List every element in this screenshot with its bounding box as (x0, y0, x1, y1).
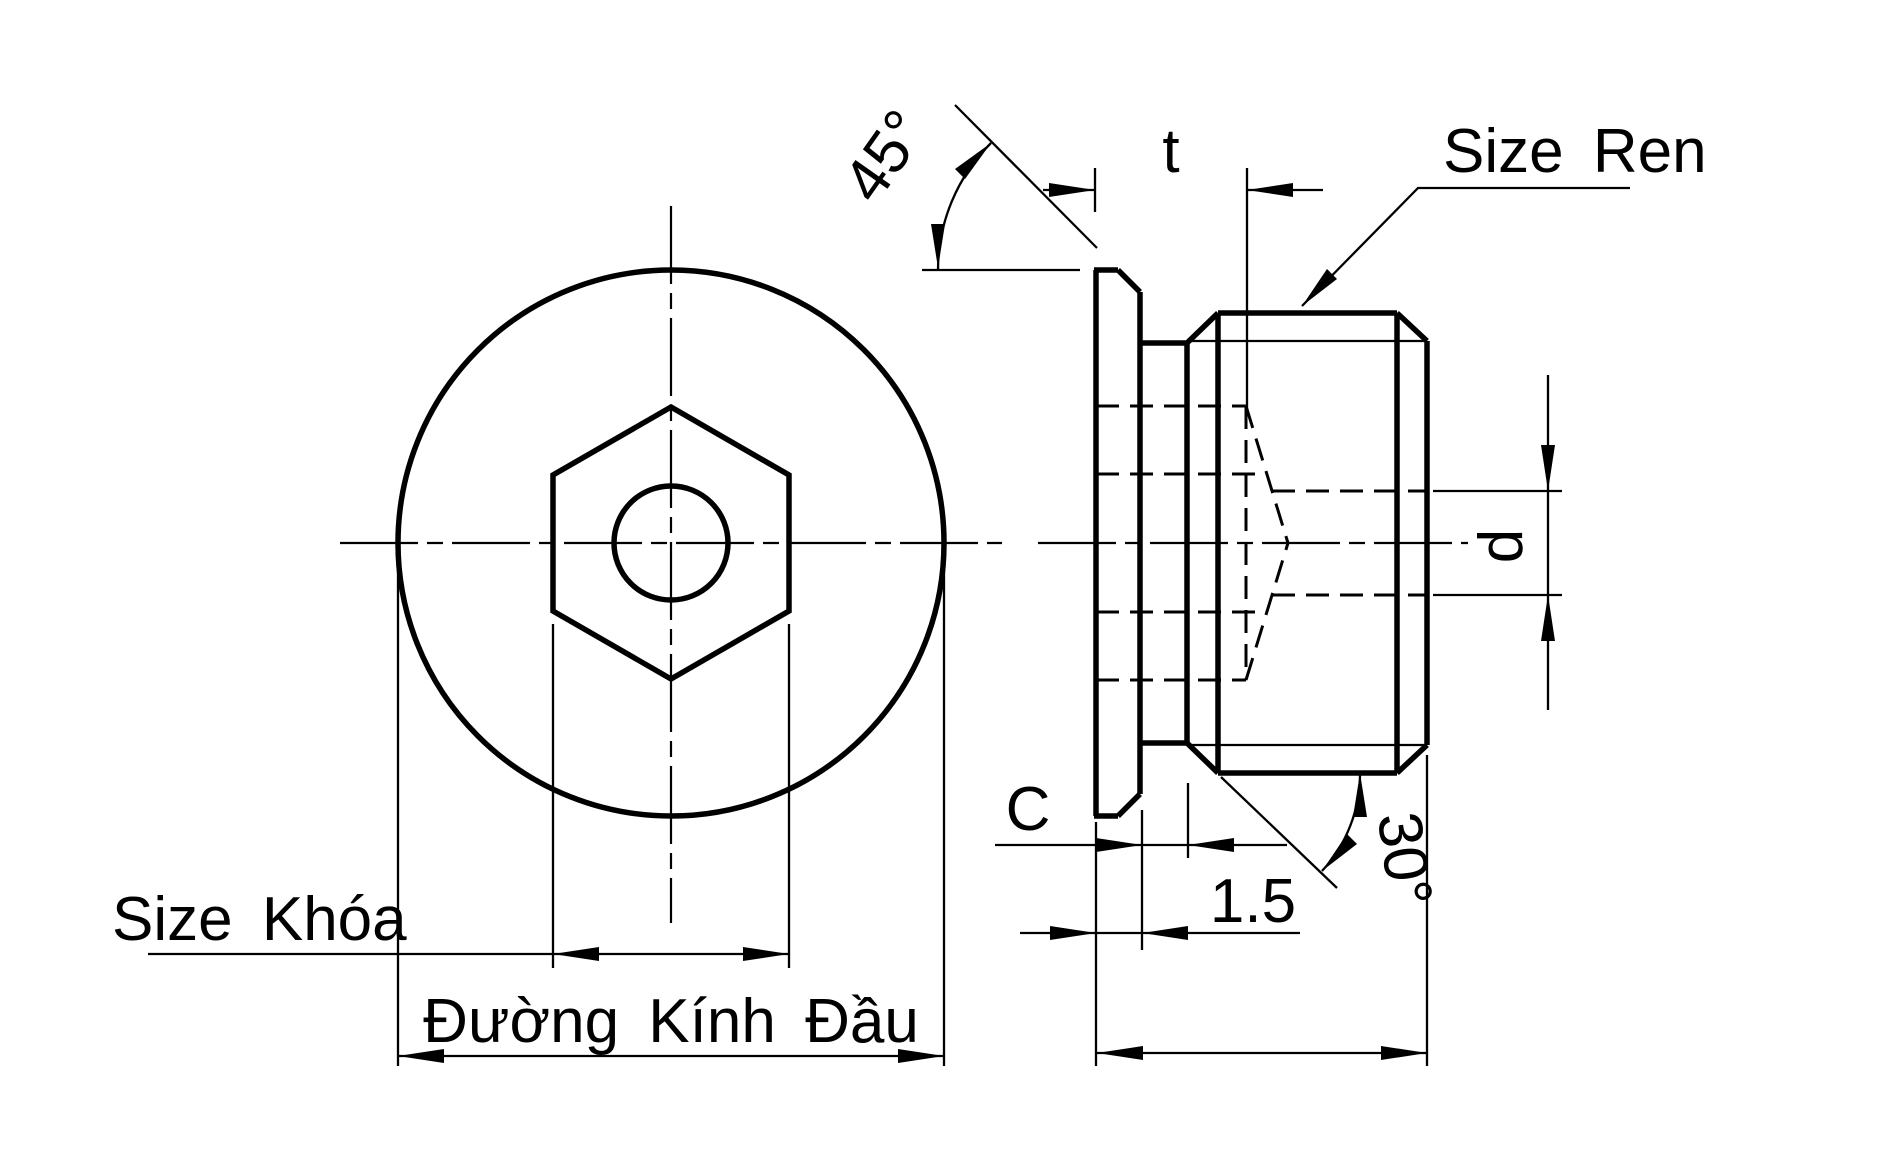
arrow-down-left-icon (1322, 834, 1357, 871)
leader-thread-size: Size Ren (1301, 117, 1707, 307)
dim-socket-depth: t (1043, 117, 1323, 410)
head-top-chamfer (1116, 268, 1142, 294)
arrow-up-icon (1353, 773, 1367, 817)
head-diameter-label: Đường Kính Đầu (423, 987, 919, 1056)
head-thickness-label: 1.5 (1210, 867, 1296, 936)
thread-leadin-chamfer-bottom (1185, 741, 1220, 775)
dim-end-chamfer-angle: 30° (1220, 772, 1445, 910)
arrow-down-left-icon (1302, 269, 1337, 306)
arrow-right-icon (1381, 1046, 1427, 1060)
hex-socket-outline (550, 403, 792, 683)
front-view: Size Khóa Đường Kính Đầu (112, 206, 1002, 1066)
thread-size-label: Size Ren (1443, 117, 1707, 186)
chamfer-extension-line (954, 104, 1098, 249)
dim-head-diameter: Đường Kính Đầu (398, 987, 944, 1063)
arrow-left-icon (553, 947, 599, 961)
arrow-right-icon (1050, 926, 1096, 940)
end-chamfer-bottom (1395, 742, 1429, 776)
hidden-socket-lines (1096, 404, 1427, 682)
arrow-right-icon (743, 947, 789, 961)
end-chamfer-extension-line (1220, 776, 1338, 889)
dim-head-thickness: 1.5 (1020, 822, 1300, 1066)
dim-neck-width: C (995, 775, 1287, 950)
thread-leadin-chamfer-top (1185, 311, 1220, 345)
angle-arc (936, 142, 992, 271)
key-size-label: Size Khóa (112, 885, 407, 954)
front-extension-lines (396, 560, 946, 1066)
dim-hole-diameter: d (1433, 375, 1562, 710)
arrow-right-icon (1096, 838, 1142, 852)
dim-key-size: Size Khóa (112, 885, 789, 961)
dim-overall-length (1097, 755, 1429, 1066)
arrow-up-right-icon (955, 143, 991, 179)
neck-width-label: C (1006, 775, 1051, 844)
socket-cone-hidden-bottom (1244, 542, 1290, 681)
arrow-right-icon (898, 1049, 944, 1063)
arrow-left-icon (1188, 838, 1234, 852)
arrow-left-icon (398, 1049, 444, 1063)
dim-head-chamfer-angle: 45° (830, 98, 1098, 272)
end-chamfer-top (1395, 310, 1429, 344)
socket-cone-hidden-top (1244, 405, 1290, 544)
leader-line (1301, 186, 1630, 307)
side-outline (1093, 267, 1430, 819)
arrow-left-icon (1142, 926, 1188, 940)
through-hole-circle (611, 483, 731, 603)
end-chamfer-angle-label: 30° (1364, 808, 1445, 910)
arrow-down-icon (1541, 445, 1555, 491)
arrow-down-icon (931, 224, 945, 268)
side-view: t 45° Size Ren d (830, 98, 1707, 1066)
head-bottom-chamfer (1116, 792, 1142, 818)
arrow-up-icon (1541, 595, 1555, 641)
head-chamfer-angle-label: 45° (830, 98, 940, 214)
hole-diameter-label: d (1467, 529, 1536, 563)
head-outline-circle (395, 267, 947, 819)
arrow-left-icon (1247, 183, 1293, 197)
socket-depth-label: t (1162, 117, 1179, 186)
arrow-left-icon (1097, 1046, 1143, 1060)
arrow-right-icon (1049, 183, 1095, 197)
